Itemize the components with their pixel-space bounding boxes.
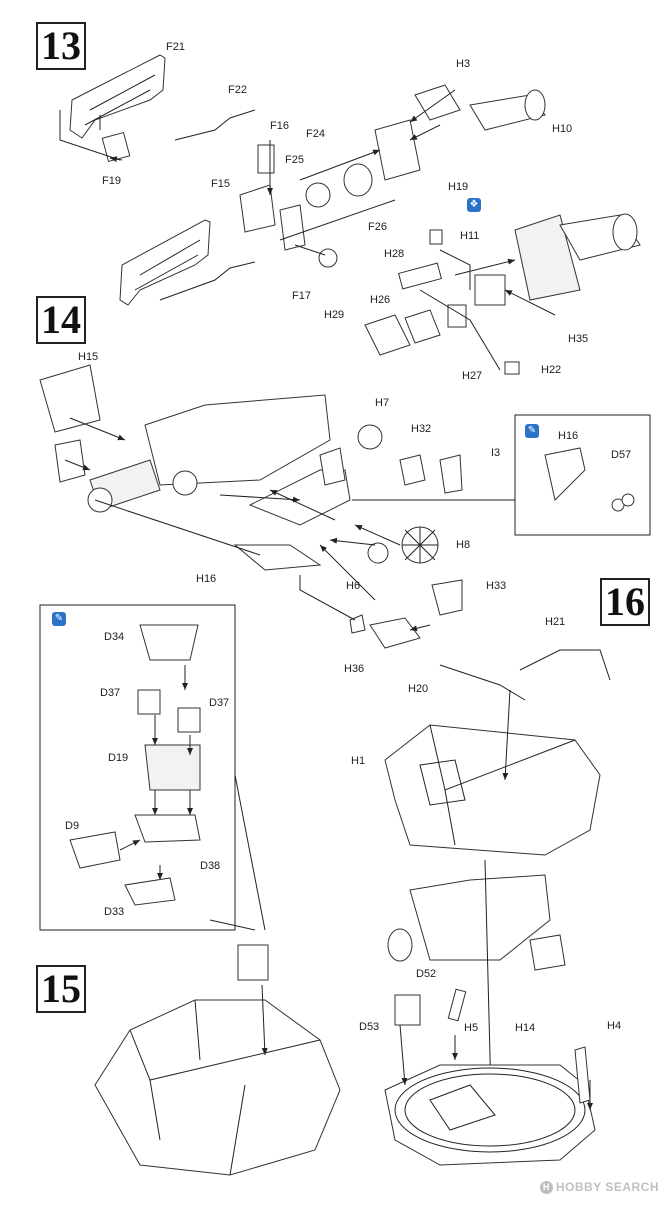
step13-frame-lower — [119, 219, 256, 306]
step14-detail-box — [352, 414, 651, 536]
label-h19: H19 — [448, 181, 469, 193]
watermark-text: HOBBY SEARCH — [555, 1179, 659, 1194]
label-h36: H36 — [344, 663, 365, 675]
label-h33: H33 — [486, 580, 507, 592]
step-number-16: 16 — [600, 578, 650, 626]
label-h27: H27 — [462, 370, 483, 382]
label-h1: H1 — [351, 755, 366, 767]
step15-turret — [94, 774, 341, 1176]
step-number-14: 14 — [36, 296, 86, 344]
label-f17: F17 — [292, 290, 311, 302]
label-d34: D34 — [104, 631, 125, 643]
label-h8: H8 — [456, 539, 471, 551]
step16-ring — [384, 1024, 596, 1166]
cement-icon: ✎ — [525, 424, 539, 438]
label-h35: H35 — [568, 333, 589, 345]
label-d33: D33 — [104, 906, 125, 918]
option-icon: ❖ — [467, 198, 481, 212]
label-f22: F22 — [228, 84, 247, 96]
step13-guide-lines — [109, 89, 556, 371]
step14-subparts — [349, 424, 463, 649]
step-number-13: 13 — [36, 22, 86, 70]
step16-parts-top — [439, 649, 611, 701]
label-h11: H11 — [460, 230, 480, 242]
label-f21: F21 — [166, 41, 185, 53]
label-h16-detail: H16 — [558, 430, 579, 442]
label-d53: D53 — [359, 1021, 380, 1033]
label-f15: F15 — [211, 178, 230, 190]
step15-detail-box — [39, 604, 236, 931]
label-h28: H28 — [384, 248, 405, 260]
label-h15: H15 — [78, 351, 99, 363]
label-d19: D19 — [108, 752, 129, 764]
label-i3: I3 — [491, 447, 501, 459]
step-number-15: 15 — [36, 965, 86, 1013]
label-h10: H10 — [552, 123, 573, 135]
label-h14: H14 — [515, 1022, 536, 1034]
label-h32: H32 — [411, 423, 432, 435]
label-d37-left: D37 — [100, 687, 121, 699]
label-h7: H7 — [375, 397, 390, 409]
step16-gun-assembly — [387, 859, 566, 1146]
label-h3: H3 — [456, 58, 471, 70]
label-h5: H5 — [464, 1022, 479, 1034]
label-h6: H6 — [346, 580, 361, 592]
label-h16: H16 — [196, 573, 217, 585]
step13-gun-upper — [414, 84, 546, 131]
step13-frame-upper — [59, 54, 166, 163]
label-d9: D9 — [65, 820, 80, 832]
step13-rod-f22 — [174, 109, 256, 141]
label-f26: F26 — [368, 221, 387, 233]
label-d52: D52 — [416, 968, 437, 980]
label-d57: D57 — [611, 449, 632, 461]
label-h22: H22 — [541, 364, 562, 376]
step14-guide-lines — [64, 417, 431, 632]
step16-shield — [384, 689, 601, 856]
label-d37-right: D37 — [209, 697, 230, 709]
step13-gun-lower — [364, 213, 641, 375]
cement-icon: ✎ — [52, 612, 66, 626]
label-f24: F24 — [306, 128, 325, 140]
hobbysearch-logo-icon: H — [539, 1181, 553, 1194]
label-d38: D38 — [200, 860, 221, 872]
label-f19: F19 — [102, 175, 121, 187]
label-f25: F25 — [285, 154, 304, 166]
label-h21: H21 — [545, 616, 566, 628]
label-h20: H20 — [408, 683, 429, 695]
step13-parts-f — [239, 119, 421, 268]
label-h4: H4 — [607, 1020, 622, 1032]
label-h29: H29 — [324, 309, 345, 321]
label-f16: F16 — [270, 120, 289, 132]
step14-main-assembly — [39, 364, 351, 571]
label-h26: H26 — [370, 294, 391, 306]
